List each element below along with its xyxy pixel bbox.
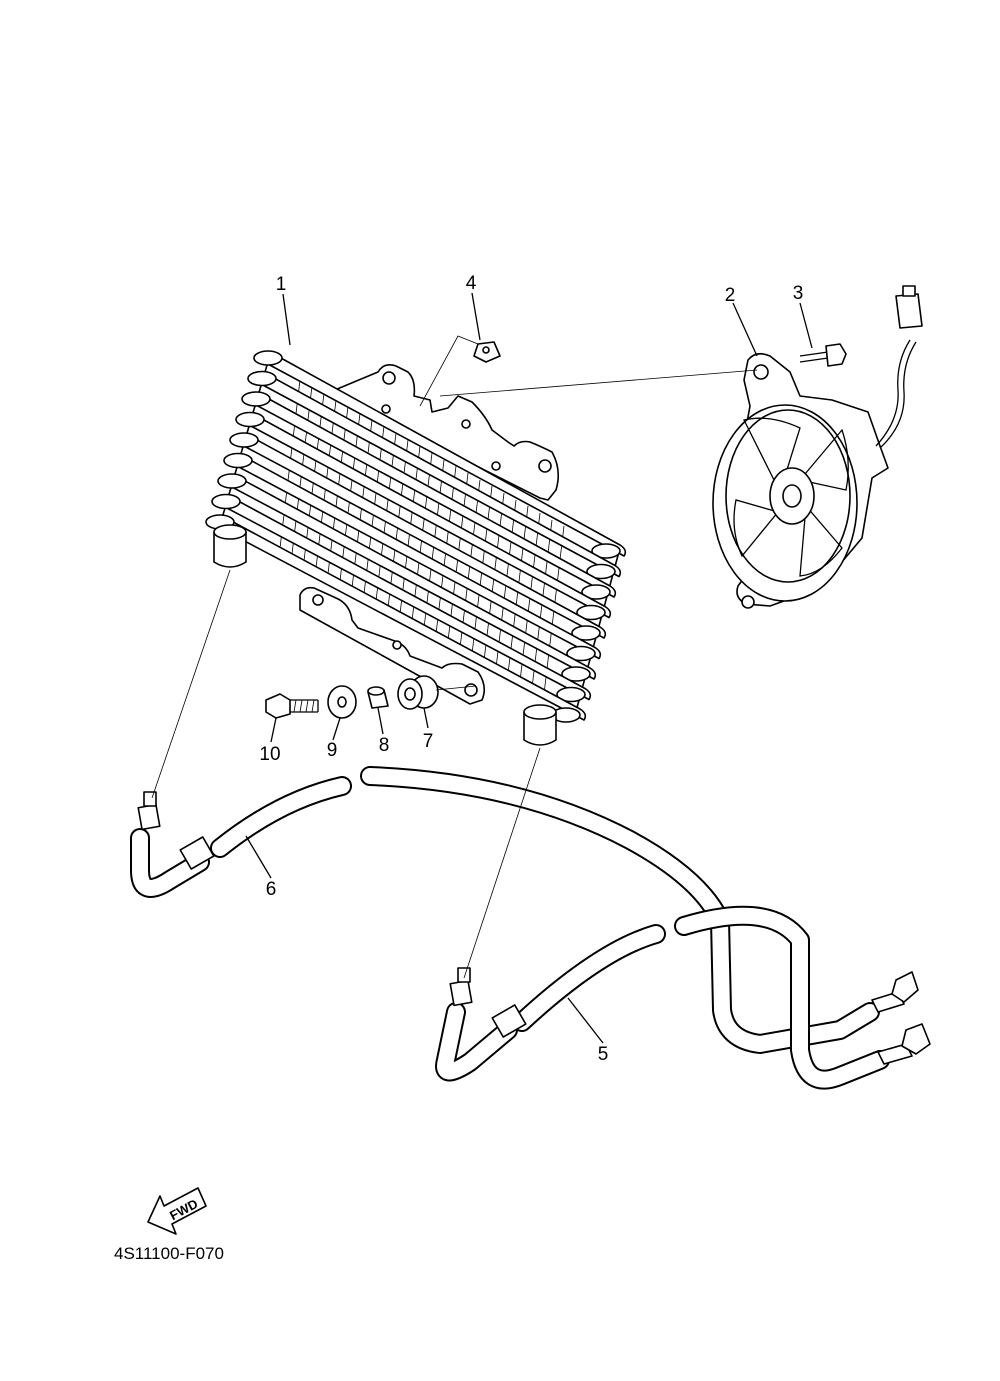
leader-lines bbox=[151, 292, 813, 1044]
tube-end-cap bbox=[556, 686, 586, 703]
callout-1: 1 bbox=[276, 274, 287, 295]
mount-bolt bbox=[265, 693, 319, 719]
callout-10: 10 bbox=[259, 744, 280, 765]
oil-hose-lower bbox=[435, 905, 931, 1090]
callout-8: 8 bbox=[379, 735, 390, 756]
tube-end-cap bbox=[253, 350, 283, 366]
tube-end-cap bbox=[581, 584, 611, 600]
tube-end-cap bbox=[571, 625, 601, 641]
tube-end-cap bbox=[223, 452, 253, 469]
callout-2: 2 bbox=[725, 285, 736, 306]
tube-end-cap bbox=[241, 391, 271, 407]
tube-end-cap bbox=[566, 645, 596, 662]
fan-bolt bbox=[799, 343, 847, 367]
oil-hose-upper bbox=[130, 766, 880, 1054]
bracket-nut bbox=[473, 341, 501, 363]
callout-9: 9 bbox=[327, 740, 338, 761]
tube-end-cap bbox=[576, 604, 606, 621]
callout-3: 3 bbox=[793, 283, 804, 304]
tube-end-cap bbox=[586, 563, 616, 580]
tube-end-cap bbox=[229, 432, 259, 448]
cooler-tubes bbox=[205, 350, 627, 723]
fwd-arrow-icon: FWD bbox=[147, 1187, 207, 1235]
tube-end-cap bbox=[591, 543, 621, 559]
tube-end-cap bbox=[235, 411, 265, 428]
oil-cooler bbox=[205, 350, 627, 746]
collar bbox=[367, 686, 389, 709]
callout-7: 7 bbox=[423, 731, 434, 752]
callout-5: 5 bbox=[598, 1044, 609, 1065]
fwd-label: FWD bbox=[167, 1196, 200, 1223]
tube-end-cap bbox=[561, 666, 591, 682]
callout-6: 6 bbox=[266, 879, 277, 900]
cooling-fan-assembly bbox=[712, 285, 923, 609]
grommet bbox=[397, 675, 439, 710]
drawing-code: 4S11100-F070 bbox=[114, 1244, 224, 1263]
tube-end-cap bbox=[247, 370, 277, 387]
tube-end-cap bbox=[211, 493, 241, 510]
washer bbox=[327, 685, 357, 719]
tube-end-cap bbox=[217, 473, 247, 489]
callout-4: 4 bbox=[466, 273, 477, 294]
